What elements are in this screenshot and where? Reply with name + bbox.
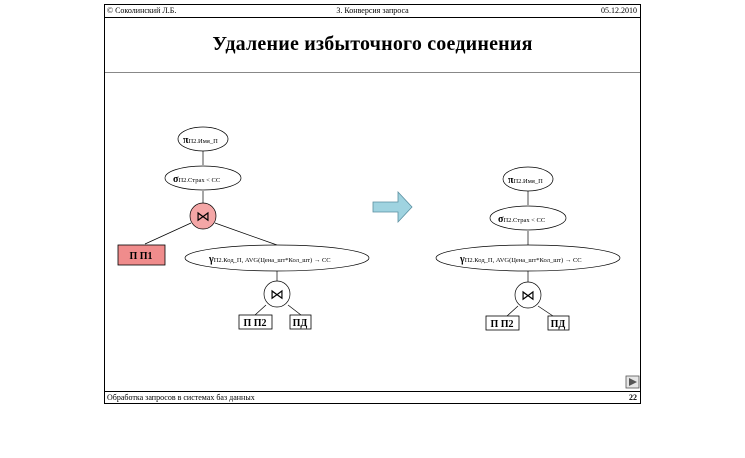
slide-header: © Соколинский Л.Б. 3. Конверсия запроса … [105, 5, 640, 18]
relation-p2-box [238, 314, 273, 330]
right-query-tree: πП2.Имя_П σП2.Страх < СС γП2.Код_П, AVG(… [435, 166, 621, 331]
page-number: 22 [629, 393, 637, 402]
edge-join-p1 [144, 222, 192, 245]
selection-node [489, 205, 567, 231]
edge-join2-pd [287, 304, 302, 316]
relation-pd-box [289, 314, 312, 330]
left-query-tree: πП2.Имя_П σП2.Страх < СС ⋈ П П1 γП2.Код_… [117, 126, 370, 330]
right-arrow-icon [372, 190, 413, 224]
selection-label: σП2.Страх < СС [173, 174, 220, 185]
next-slide-button[interactable] [625, 375, 640, 389]
query-tree-diagram: πП2.Имя_П σП2.Страх < СС ⋈ П П1 γП2.Код_… [117, 126, 640, 389]
join-node [514, 281, 542, 309]
footer-course: Обработка запросов в системах баз данных [107, 393, 255, 402]
join-symbol: ⋈ [270, 288, 284, 303]
projection-label: πП2.Имя_П [508, 175, 543, 186]
redundant-join-node [189, 202, 217, 230]
projection-label: πП2.Имя_П [183, 135, 218, 146]
edge-join-pd [537, 305, 554, 317]
join-symbol: ⋈ [521, 289, 535, 304]
join-node [263, 280, 291, 308]
edge-join-p2 [506, 305, 519, 317]
relation-p2-label: П П2 [243, 318, 266, 329]
projection-node [177, 126, 229, 152]
relation-p1-box [117, 244, 166, 266]
redundant-join-symbol: ⋈ [196, 210, 210, 225]
group-node [184, 244, 370, 272]
header-author: © Соколинский Л.Б. [107, 6, 177, 15]
projection-node [502, 166, 554, 192]
relation-p2-box [485, 315, 520, 331]
play-icon[interactable] [629, 378, 637, 386]
group-label: γП2.Код_П, AVG(Цена_шт*Кол_шт) → СС [208, 254, 331, 265]
header-date: 05.12.2010 [601, 6, 637, 15]
edge-join-gamma [214, 222, 278, 246]
selection-label: σП2.Страх < СС [498, 214, 545, 225]
relation-pd-box [547, 315, 570, 331]
edge-join2-p2 [254, 304, 267, 316]
slide-footer: Обработка запросов в системах баз данных… [105, 391, 640, 403]
group-node [435, 244, 621, 272]
relation-pd-label: ПД [551, 319, 566, 330]
group-label: γП2.Код_П, AVG(Цена_шт*Кол_шт) → СС [459, 254, 582, 265]
relation-p2-label: П П2 [490, 319, 513, 330]
title-divider [105, 72, 640, 73]
slide: © Соколинский Л.Б. 3. Конверсия запроса … [104, 4, 641, 404]
relation-p1-label: П П1 [129, 251, 152, 262]
selection-node [164, 165, 242, 191]
header-section: 3. Конверсия запроса [336, 6, 409, 15]
relation-pd-label: ПД [293, 318, 308, 329]
slide-title: Удаление избыточного соединения [212, 33, 533, 55]
